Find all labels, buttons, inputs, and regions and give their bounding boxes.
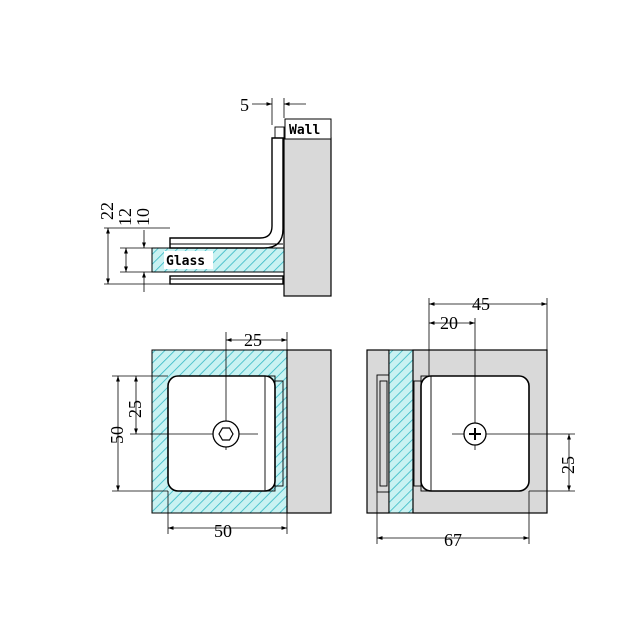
phillips-screw-icon (463, 422, 487, 446)
front-view: 25 25 50 50 (107, 330, 332, 541)
front-dim-50-bottom-text: 50 (214, 521, 232, 541)
dim-22-text: 22 (97, 202, 117, 220)
back-dim-25-right-text: 25 (558, 456, 578, 474)
hex-socket-screw-icon (212, 420, 240, 448)
back-dim-45-text: 45 (472, 294, 490, 314)
side-view: Wall Glass 5 22 12 10 (97, 95, 332, 297)
back-dim-20-text: 20 (440, 313, 458, 333)
glass-label-box (164, 251, 213, 269)
back-dim-67-text: 67 (444, 530, 462, 550)
back-clamp-gasket (413, 380, 422, 487)
clamp-plate (169, 275, 284, 285)
back-outer-plate (376, 374, 390, 493)
glass-label: Glass (166, 254, 205, 269)
dim-12-text: 12 (115, 208, 135, 226)
dim-10-text: 10 (133, 208, 153, 226)
front-wall-panel (286, 349, 332, 514)
back-glass-panel (388, 349, 414, 514)
l-bracket (169, 137, 284, 249)
back-outer-plate-inner (379, 380, 388, 487)
front-wall-plate (274, 380, 284, 487)
dim-5-text: 5 (240, 95, 249, 115)
front-dim-25-top-text: 25 (244, 330, 262, 350)
front-dim-25-left-text: 25 (125, 400, 145, 418)
wall-pad (274, 126, 285, 139)
back-wall-panel-left (366, 349, 390, 514)
wall-label-box (284, 118, 332, 140)
back-view: 45 20 25 67 (366, 294, 578, 550)
wall-label: Wall (289, 123, 320, 138)
wall-section (283, 137, 332, 297)
front-dim-50-left-text: 50 (107, 426, 127, 444)
